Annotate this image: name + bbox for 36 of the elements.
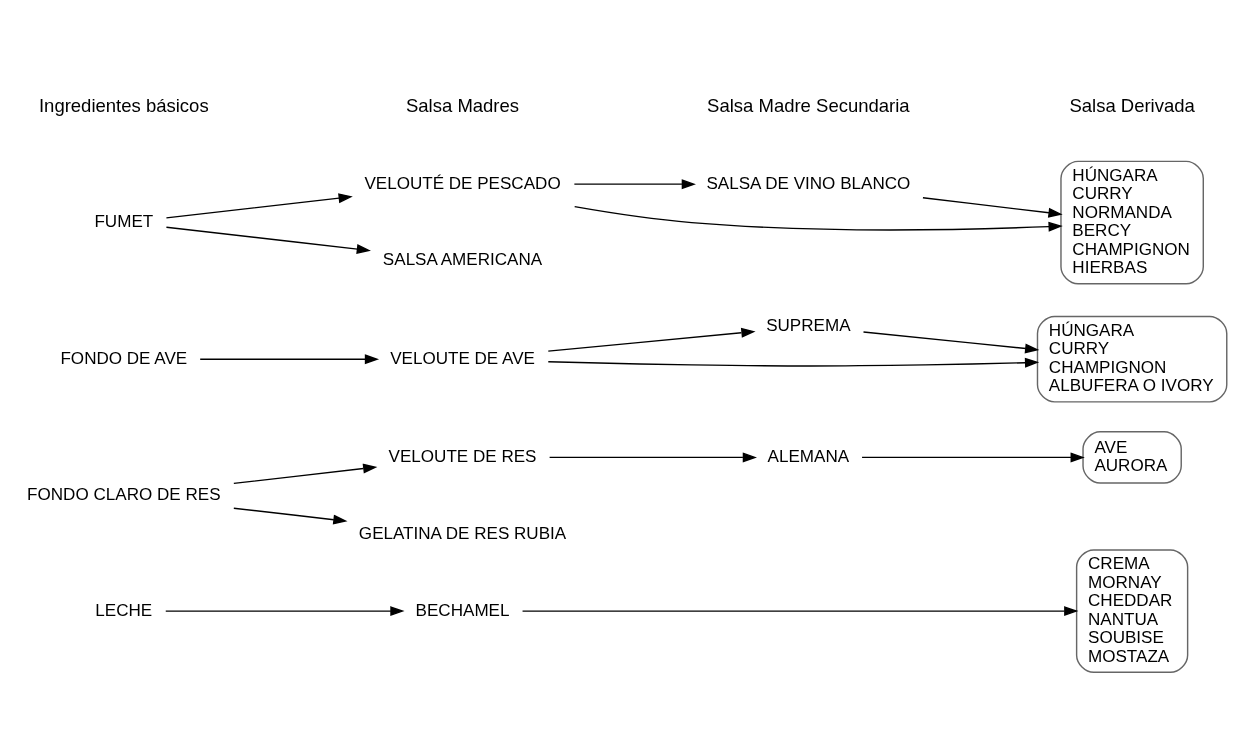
label: Salsa Madre Secundaria (707, 95, 910, 117)
label: Salsa Madres (405, 95, 520, 117)
node-box: CREMA MORNAY CHEDDAR NANTUA SOUBISE MOSTAZA (1075, 549, 1189, 673)
arrow (165, 606, 405, 617)
node-text: ALEMANA (767, 446, 850, 466)
arrow (862, 331, 1040, 354)
arrow (547, 327, 756, 352)
node-box: HÚNGARA CURRY NORMANDA BERCY CHAMPIGNON HIERBAS (1060, 160, 1204, 285)
node-text: SALSA AMERICANA (382, 250, 543, 270)
node-box: HÚNGARA CURRY CHAMPIGNON ALBUFERA O IVORY (1036, 315, 1228, 403)
arrow (233, 463, 378, 485)
node-text: BECHAMEL (415, 600, 510, 620)
node-text: VELOUTE DE AVE (390, 348, 535, 368)
node-text: FUMET (94, 212, 154, 231)
arrow (547, 357, 1040, 368)
node-text: LECHE (95, 600, 153, 620)
arrow (861, 452, 1085, 463)
arrow (165, 226, 371, 255)
label: Ingredientes básicos (38, 95, 209, 117)
node-box: AVE AURORA (1082, 431, 1182, 484)
arrow (233, 507, 348, 525)
arrow (573, 179, 696, 190)
node-text: VELOUTE DE RES (388, 446, 537, 466)
arrow (922, 197, 1063, 218)
arrow (521, 606, 1079, 617)
arrow (573, 205, 1063, 232)
label: Salsa Derivada (1069, 95, 1195, 117)
arrow (165, 193, 353, 219)
node-text: SALSA DE VINO BLANCO (706, 173, 911, 193)
arrow (548, 452, 757, 463)
node-text: VELOUTÉ DE PESCADO (364, 173, 561, 193)
node-text: FONDO DE AVE (60, 348, 188, 368)
arrow (199, 354, 380, 365)
node-text: FONDO CLARO DE RES (27, 485, 221, 505)
node-text: GELATINA DE RES RUBIA (358, 523, 567, 543)
node-text: SUPREMA (766, 315, 851, 335)
